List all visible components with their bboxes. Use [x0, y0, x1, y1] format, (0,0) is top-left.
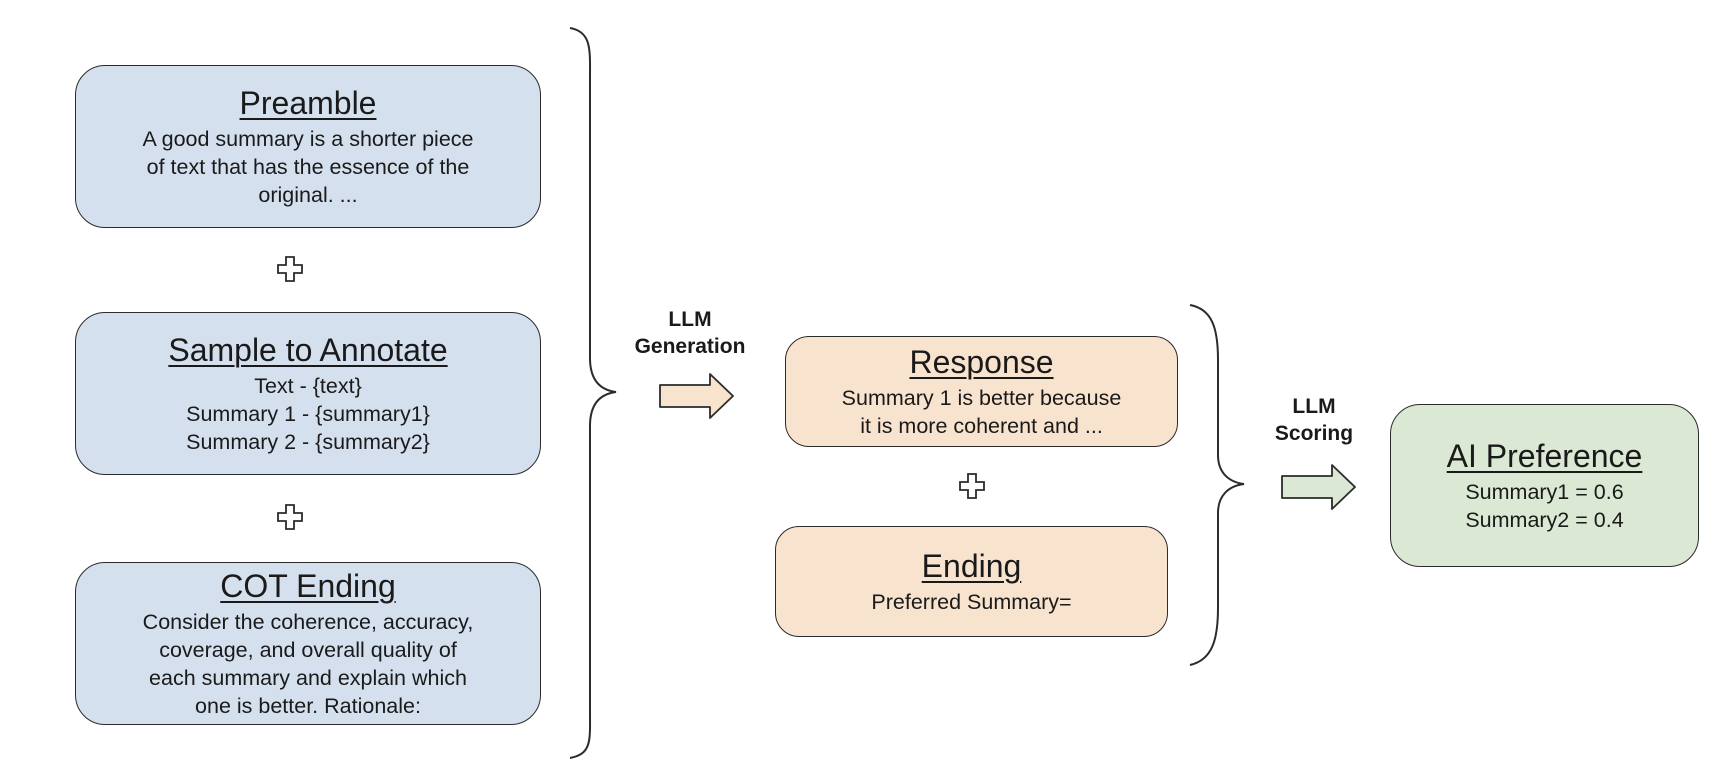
cot-ending-text-line: Consider the coherence, accuracy, [142, 609, 474, 634]
response-text-line: Summary 1 is better because [841, 385, 1122, 410]
brace-prompt-group [569, 27, 617, 759]
cot-ending-text-line: coverage, and overall quality of [159, 637, 457, 662]
plus-icon [959, 473, 985, 499]
ai-preference-box: AI Preference Summary1 = 0.6 Summary2 = … [1390, 404, 1699, 567]
llm-generation-label: LLM Generation [618, 306, 762, 360]
llm-scoring-label-line1: LLM [1292, 395, 1336, 418]
preamble-text-line: original. ... [258, 182, 358, 207]
ending-text-line: Preferred Summary= [871, 589, 1072, 614]
preamble-box: Preamble A good summary is a shorter pie… [75, 65, 541, 228]
preamble-title: Preamble [239, 84, 377, 121]
scoring-arrow [1281, 464, 1356, 510]
ending-title: Ending [921, 547, 1022, 584]
ai-preference-title: AI Preference [1446, 437, 1643, 474]
ending-box: Ending Preferred Summary= [775, 526, 1168, 637]
llm-generation-label-line1: LLM [668, 308, 712, 331]
plus-icon [277, 256, 303, 282]
response-text-line: it is more coherent and ... [860, 413, 1103, 438]
llm-generation-label-line2: Generation [634, 335, 746, 358]
preamble-text-line: A good summary is a shorter piece [142, 126, 474, 151]
response-title: Response [909, 343, 1054, 380]
ai-preference-score-line: Summary1 = 0.6 [1465, 479, 1624, 504]
llm-scoring-label: LLM Scoring [1254, 393, 1374, 447]
sample-title: Sample to Annotate [168, 331, 448, 368]
ai-preference-score-line: Summary2 = 0.4 [1465, 507, 1624, 532]
sample-text-line: Text - {text} [254, 373, 362, 398]
preamble-text-line: of text that has the essence of the [146, 154, 470, 179]
sample-text-line: Summary 2 - {summary2} [186, 429, 430, 454]
sample-to-annotate-box: Sample to Annotate Text - {text} Summary… [75, 312, 541, 475]
cot-ending-title: COT Ending [220, 567, 396, 604]
generation-arrow [659, 373, 734, 419]
cot-ending-text-line: one is better. Rationale: [195, 693, 421, 718]
llm-scoring-label-line2: Scoring [1274, 422, 1354, 445]
plus-icon [277, 504, 303, 530]
cot-ending-box: COT Ending Consider the coherence, accur… [75, 562, 541, 725]
sample-text-line: Summary 1 - {summary1} [186, 401, 430, 426]
cot-ending-text-line: each summary and explain which [149, 665, 467, 690]
response-box: Response Summary 1 is better because it … [785, 336, 1178, 447]
brace-response-group [1189, 304, 1245, 666]
